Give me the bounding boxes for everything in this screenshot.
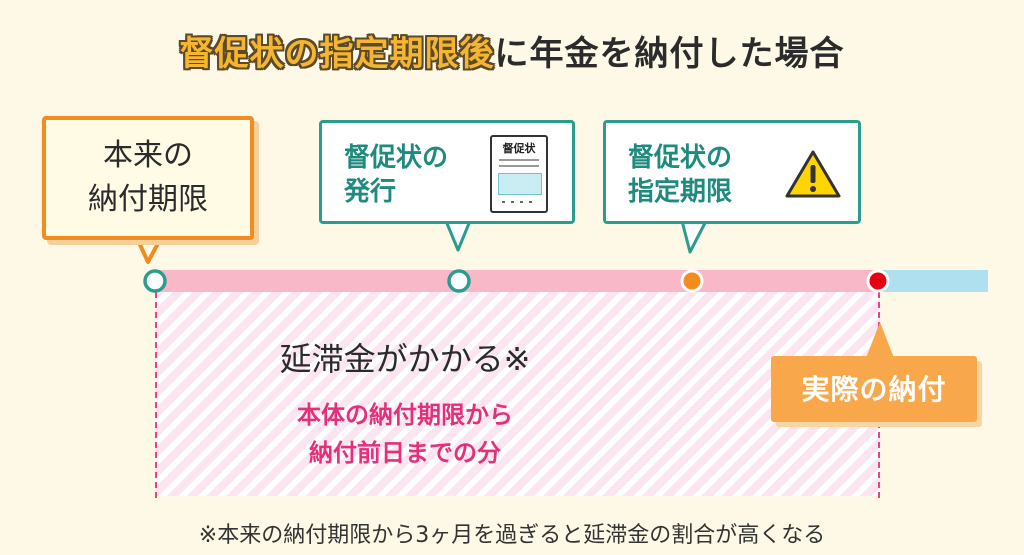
bubble-tail-actual-payment: [866, 322, 894, 358]
notice-deadline-line1: 督促状の: [628, 143, 733, 173]
late-fee-sub-line2: 納付前日までの分: [309, 439, 501, 467]
document-icon-title: 督促状: [502, 142, 536, 155]
notice-issued-line1: 督促状の: [344, 143, 449, 173]
bubble-original-due: 本来の 納付期限: [42, 116, 254, 240]
late-fee-period-area: [155, 290, 880, 496]
warning-icon: [785, 150, 841, 198]
late-fee-label: 延滞金がかかる※: [279, 340, 531, 378]
timeline-bar-after: [880, 270, 988, 292]
footnote: ※本来の納付期限から3ヶ月を過ぎると延滞金の割合が高くなる: [198, 523, 826, 548]
bubble-notice-issued: 督促状の 発行 督促状: [319, 120, 575, 224]
original-due-line1: 本来の: [103, 138, 193, 173]
title-highlight: 督促状の指定期限後: [179, 34, 495, 74]
document-icon: 督促状: [490, 135, 548, 213]
dot-actual-payment: [866, 269, 890, 293]
title-rest: に年金を納付した場合: [494, 34, 845, 74]
page-title: 督促状の指定期限後に年金を納付した場合: [0, 26, 1024, 75]
period-start-dashed-line: [155, 292, 157, 498]
late-fee-sub-line1: 本体の納付期限から: [297, 401, 513, 429]
original-due-line2: 納付期限: [88, 182, 208, 217]
bubble-actual-payment: 実際の納付: [771, 356, 977, 422]
dot-notice-issued: [447, 269, 471, 293]
dot-original-due: [143, 269, 167, 293]
late-fee-period-text: 本体の納付期限から 納付前日までの分: [155, 396, 655, 472]
notice-deadline-line2: 指定期限: [628, 177, 733, 207]
dot-notice-deadline: [680, 269, 704, 293]
notice-issued-line2: 発行: [344, 177, 397, 207]
actual-payment-label: 実際の納付: [801, 373, 947, 406]
bubble-notice-deadline: 督促状の 指定期限: [603, 120, 861, 224]
